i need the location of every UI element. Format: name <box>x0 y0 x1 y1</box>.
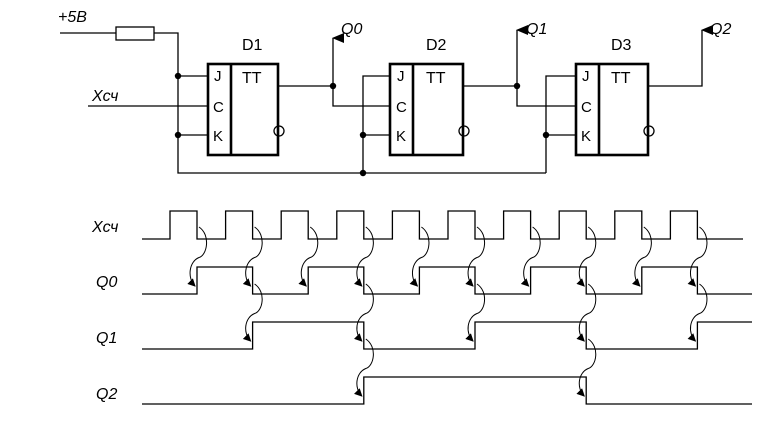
cause-arrow-clock-q0 <box>187 226 207 287</box>
pin-c: C <box>396 99 407 116</box>
cause-arrow-clock-q0 <box>687 226 708 287</box>
cause-arrow-clock-q0 <box>465 226 485 287</box>
d2-jk-wire <box>362 75 390 173</box>
inverted-output-bubble <box>643 125 655 137</box>
flipflop-name: D3 <box>611 37 632 54</box>
q2-output-wire <box>648 25 713 87</box>
supply-label: +5В <box>58 9 87 26</box>
flipflop-d1: D1 TT J C K Q0 <box>206 21 362 157</box>
pin-j: J <box>397 68 405 85</box>
cause-arrow-clock-q0 <box>298 226 319 287</box>
cause-arrow-clock-q0 <box>520 226 541 287</box>
clock-input-label: Xсч <box>91 88 118 105</box>
pin-k: K <box>396 128 406 145</box>
cause-arrow-q0-q1 <box>242 283 263 342</box>
flipflop-name: D2 <box>426 37 447 54</box>
pin-k: K <box>213 128 223 145</box>
flipflop-type: TT <box>242 70 262 87</box>
timing-diagram: Xсч Q0 Q1 Q2 <box>91 210 752 405</box>
output-label-q0: Q0 <box>341 21 362 38</box>
pullup-resistor <box>115 26 155 41</box>
waveforms <box>142 210 752 405</box>
cause-arrow-q0-q1 <box>465 283 485 342</box>
supply-wire <box>60 32 546 174</box>
junction-dot <box>174 131 182 139</box>
q0-wire <box>278 85 390 107</box>
schematic: +5В Xсч D1 TT J C <box>58 9 731 177</box>
cause-arrow-clock-q0 <box>576 226 597 287</box>
cause-arrow-clock-q0 <box>354 226 374 287</box>
pin-c: C <box>213 99 224 116</box>
cause-arrow-q1-q2 <box>354 338 374 397</box>
waveform-q2 <box>142 376 752 405</box>
flipflop-body <box>206 62 280 157</box>
cause-arrow-clock-q0 <box>242 226 263 287</box>
junction-dot <box>359 131 367 139</box>
signal-label-q2: Q2 <box>96 386 117 403</box>
pin-j: J <box>214 68 222 85</box>
output-label-q1: Q1 <box>526 21 547 38</box>
waveform-q1 <box>142 321 752 350</box>
pin-j: J <box>582 68 590 85</box>
flipflop-type: TT <box>611 70 631 87</box>
q1-wire <box>463 85 576 107</box>
signal-label-q0: Q0 <box>96 274 117 291</box>
inverted-output-bubble <box>458 125 470 137</box>
flipflop-body <box>574 62 650 157</box>
flipflop-body <box>388 62 465 157</box>
inverted-output-bubble <box>273 125 285 137</box>
pin-c: C <box>581 99 592 116</box>
junction-dot <box>542 131 550 139</box>
flipflop-d3: D3 TT J C K Q2 <box>574 21 731 157</box>
causality-arrows <box>187 226 708 397</box>
cause-arrow-q1-q2 <box>576 338 597 397</box>
cause-arrow-clock-q0 <box>409 226 430 287</box>
signal-label-q1: Q1 <box>96 330 117 347</box>
output-label-q2: Q2 <box>710 21 731 38</box>
pin-k: K <box>581 128 591 145</box>
flipflop-name: D1 <box>242 37 263 54</box>
waveform-clock <box>142 210 743 240</box>
junction-dot <box>359 169 367 177</box>
cause-arrow-q0-q1 <box>354 283 374 342</box>
flipflop-d2: D2 TT J C K Q1 <box>388 21 547 157</box>
waveform-q0 <box>142 266 752 295</box>
junction-dot <box>329 82 337 90</box>
junction-dot <box>513 82 521 90</box>
signal-label-clock: Xсч <box>91 219 118 236</box>
cause-arrow-q0-q1 <box>687 283 708 342</box>
cause-arrow-q0-q1 <box>576 283 597 342</box>
flipflop-type: TT <box>426 70 446 87</box>
cause-arrow-clock-q0 <box>632 226 652 287</box>
d3-jk-wire <box>545 75 576 173</box>
junction-dot <box>174 72 182 80</box>
